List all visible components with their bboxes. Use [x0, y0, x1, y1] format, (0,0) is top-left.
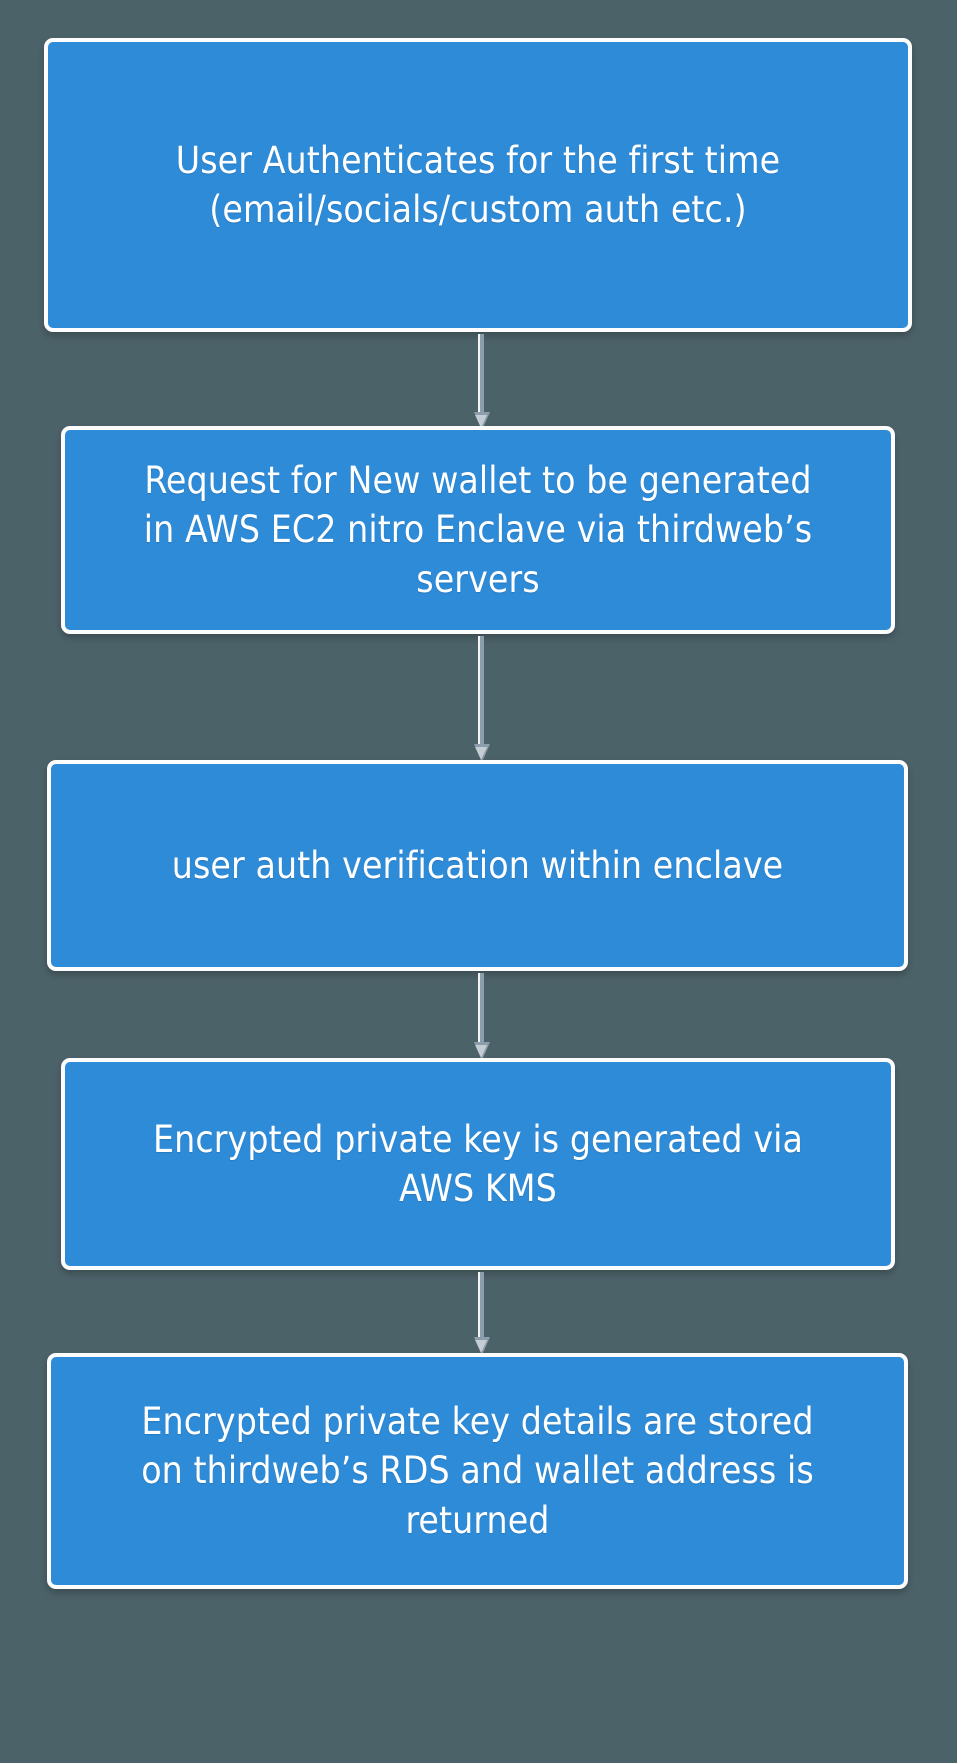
connector-line [478, 636, 484, 745]
flow-connector-4 [474, 1272, 490, 1355]
flow-node-label: Encrypted private key is generated via A… [153, 1117, 803, 1210]
flow-node-label: User Authenticates for the first time (e… [175, 138, 781, 231]
flow-connector-1 [474, 334, 490, 430]
flow-node-label: Encrypted private key details are stored… [141, 1400, 814, 1542]
flow-node-request-new-wallet[interactable]: Request for New wallet to be generated i… [61, 426, 895, 634]
arrowhead-highlight [475, 415, 487, 428]
flow-connector-3 [474, 973, 490, 1060]
arrowhead-highlight [475, 1340, 487, 1353]
flow-node-user-auth-verification[interactable]: user auth verification within enclave [47, 760, 908, 971]
connector-line [478, 334, 484, 413]
arrowhead-highlight [475, 747, 487, 760]
connector-line [478, 1272, 484, 1338]
flow-node-encrypted-private-key-generated[interactable]: Encrypted private key is generated via A… [61, 1058, 895, 1270]
flow-node-label: Request for New wallet to be generated i… [143, 459, 813, 601]
connector-line [478, 973, 484, 1043]
arrowhead-highlight [475, 1045, 487, 1058]
flow-node-key-details-stored[interactable]: Encrypted private key details are stored… [47, 1353, 908, 1589]
flow-node-user-authenticates[interactable]: User Authenticates for the first time (e… [44, 38, 912, 332]
flow-node-label: user auth verification within enclave [171, 843, 784, 887]
flow-connector-2 [474, 636, 490, 762]
